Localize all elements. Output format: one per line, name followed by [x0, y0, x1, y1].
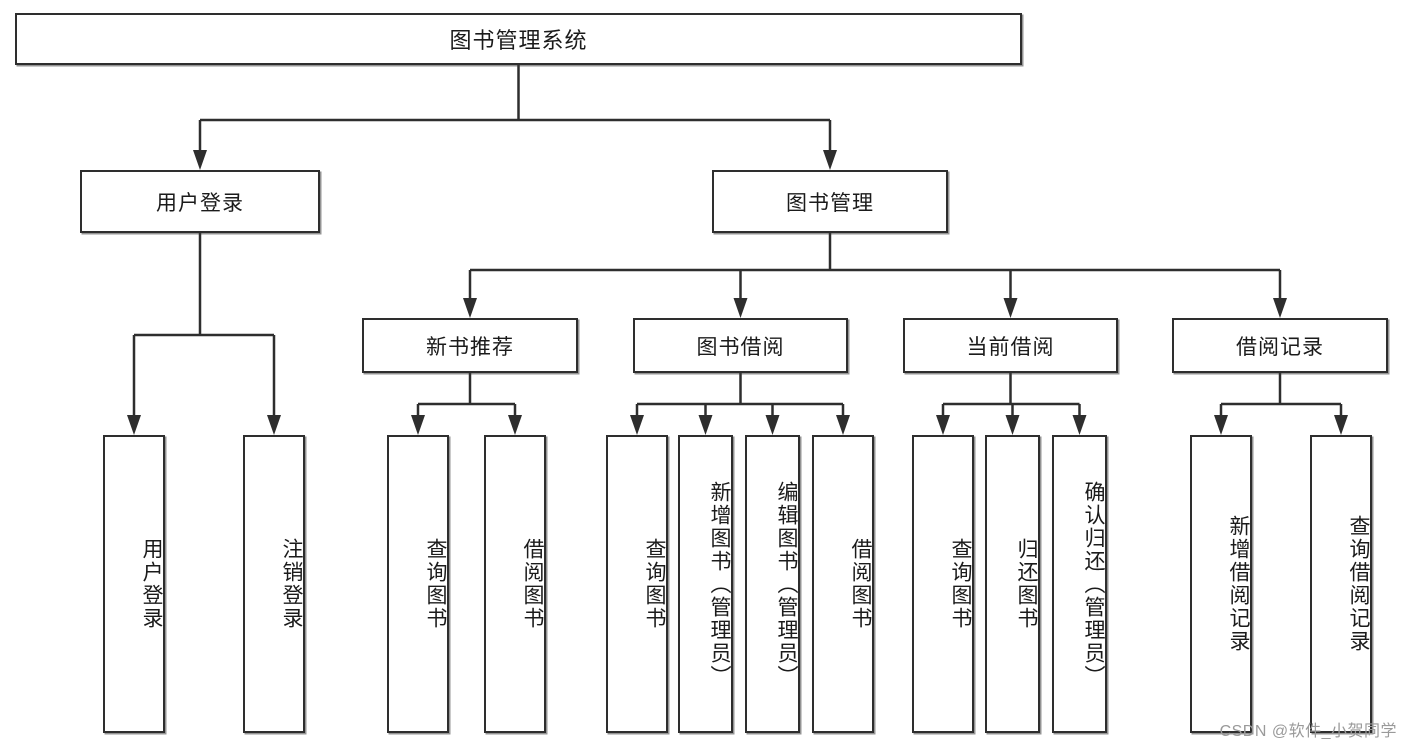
node-leaf-newbook-borrow[interactable]: 借阅图书 — [484, 435, 546, 733]
node-leaf-newbook-query[interactable]: 查询图书 — [387, 435, 449, 733]
node-label: 归还图书 — [1015, 538, 1038, 630]
node-leaf-current-query[interactable]: 查询图书 — [912, 435, 974, 733]
node-label: 新增借阅记录 — [1227, 515, 1250, 653]
node-label: 查询图书 — [643, 538, 666, 630]
node-leaf-borrow-add[interactable]: 新增图书（管理员） — [678, 435, 733, 733]
node-borrow[interactable]: 图书借阅 — [633, 318, 848, 373]
node-leaf-records-add[interactable]: 新增借阅记录 — [1190, 435, 1252, 733]
node-label: 图书管理系统 — [449, 28, 588, 53]
node-leaf-borrow-edit[interactable]: 编辑图书（管理员） — [745, 435, 800, 733]
node-label: 借阅图书 — [849, 538, 872, 630]
node-label: 确认归还（管理员） — [1082, 480, 1105, 688]
node-label: 查询图书 — [424, 538, 447, 630]
node-label: 借阅图书 — [521, 538, 544, 630]
node-label: 用户登录 — [156, 191, 244, 215]
node-records[interactable]: 借阅记录 — [1172, 318, 1388, 373]
node-label: 图书管理 — [786, 191, 874, 215]
node-leaf-user-logout[interactable]: 注销登录 — [243, 435, 305, 733]
node-label: 用户登录 — [140, 538, 163, 630]
node-label: 编辑图书（管理员） — [775, 480, 798, 688]
node-leaf-user-login[interactable]: 用户登录 — [103, 435, 165, 733]
node-label: 图书借阅 — [696, 335, 785, 359]
node-label: 借阅记录 — [1236, 335, 1324, 359]
node-leaf-current-confirm[interactable]: 确认归还（管理员） — [1052, 435, 1107, 733]
node-leaf-borrow-lend[interactable]: 借阅图书 — [812, 435, 874, 733]
node-label: 当前借阅 — [966, 335, 1055, 359]
node-leaf-borrow-query[interactable]: 查询图书 — [606, 435, 668, 733]
node-label: 新书推荐 — [426, 335, 514, 359]
node-current[interactable]: 当前借阅 — [903, 318, 1118, 373]
node-label: 查询图书 — [949, 538, 972, 630]
node-new_book[interactable]: 新书推荐 — [362, 318, 578, 373]
node-leaf-records-query[interactable]: 查询借阅记录 — [1310, 435, 1372, 733]
watermark: CSDN @软件_小贺同学 — [1219, 723, 1397, 740]
node-label: 查询借阅记录 — [1347, 515, 1370, 653]
node-label: 新增图书（管理员） — [708, 480, 731, 688]
node-book_manage[interactable]: 图书管理 — [712, 170, 948, 233]
node-root-system[interactable]: 图书管理系统 — [15, 13, 1022, 65]
node-user_login[interactable]: 用户登录 — [80, 170, 320, 233]
node-leaf-current-return[interactable]: 归还图书 — [985, 435, 1040, 733]
node-label: 注销登录 — [280, 538, 303, 630]
